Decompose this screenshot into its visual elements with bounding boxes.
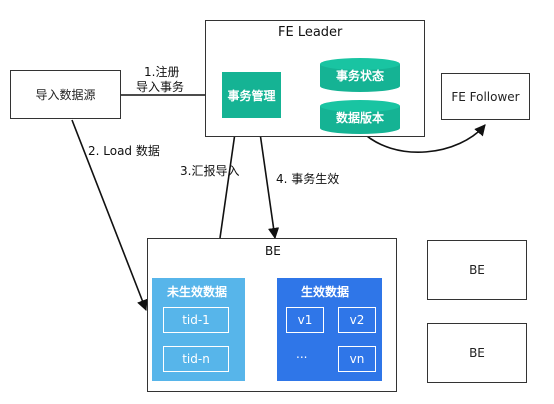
txn-state-cylinder: 事务状态 xyxy=(320,58,400,92)
txn-manager-box: 事务管理 xyxy=(222,72,281,118)
ellipsis-label: ... xyxy=(296,347,308,361)
data-version-cylinder: 数据版本 xyxy=(320,100,400,134)
arrow-to-follower xyxy=(359,124,486,153)
tid1-box: tid-1 xyxy=(163,307,229,333)
step1-line2: 导入事务 xyxy=(136,80,185,94)
fe-leader-label: FE Leader xyxy=(278,25,343,40)
step3-label: 3.汇报导入 xyxy=(180,164,240,178)
v1-label: v1 xyxy=(297,313,313,327)
be-main-label: BE xyxy=(265,244,281,258)
v1-box: v1 xyxy=(286,307,324,333)
txn-manager-label: 事务管理 xyxy=(227,88,276,103)
tidn-box: tid-n xyxy=(163,346,229,372)
uncommitted-panel xyxy=(152,278,245,381)
uncommitted-label: 未生效数据 xyxy=(167,285,228,299)
v2-box: v2 xyxy=(338,307,376,333)
tid1-label: tid-1 xyxy=(182,313,210,327)
be-side-box-1: BE xyxy=(427,240,527,300)
txn-state-label: 事务状态 xyxy=(335,68,384,83)
be-side-box-2: BE xyxy=(427,323,527,383)
step1-line1: 1.注册 xyxy=(144,65,180,79)
arrow-commit xyxy=(257,118,280,240)
committed-label: 生效数据 xyxy=(301,285,350,299)
fe-follower-box: FE Follower xyxy=(441,73,530,120)
be-side-label-1: BE xyxy=(469,263,485,277)
be-side-label-2: BE xyxy=(469,346,485,360)
vn-box: vn xyxy=(338,346,376,372)
arrow-report xyxy=(219,117,242,239)
fe-follower-label: FE Follower xyxy=(451,89,520,104)
tidn-label: tid-n xyxy=(182,352,210,366)
vn-label: vn xyxy=(349,352,365,366)
import-source-label: 导入数据源 xyxy=(35,88,96,102)
step4-label: 4. 事务生效 xyxy=(276,172,340,186)
committed-panel xyxy=(277,278,382,381)
v2-label: v2 xyxy=(349,313,365,327)
arrow-load xyxy=(71,119,148,312)
step2-label: 2. Load 数据 xyxy=(88,144,160,158)
data-version-label: 数据版本 xyxy=(335,110,384,125)
import-source-box: 导入数据源 xyxy=(10,70,121,119)
